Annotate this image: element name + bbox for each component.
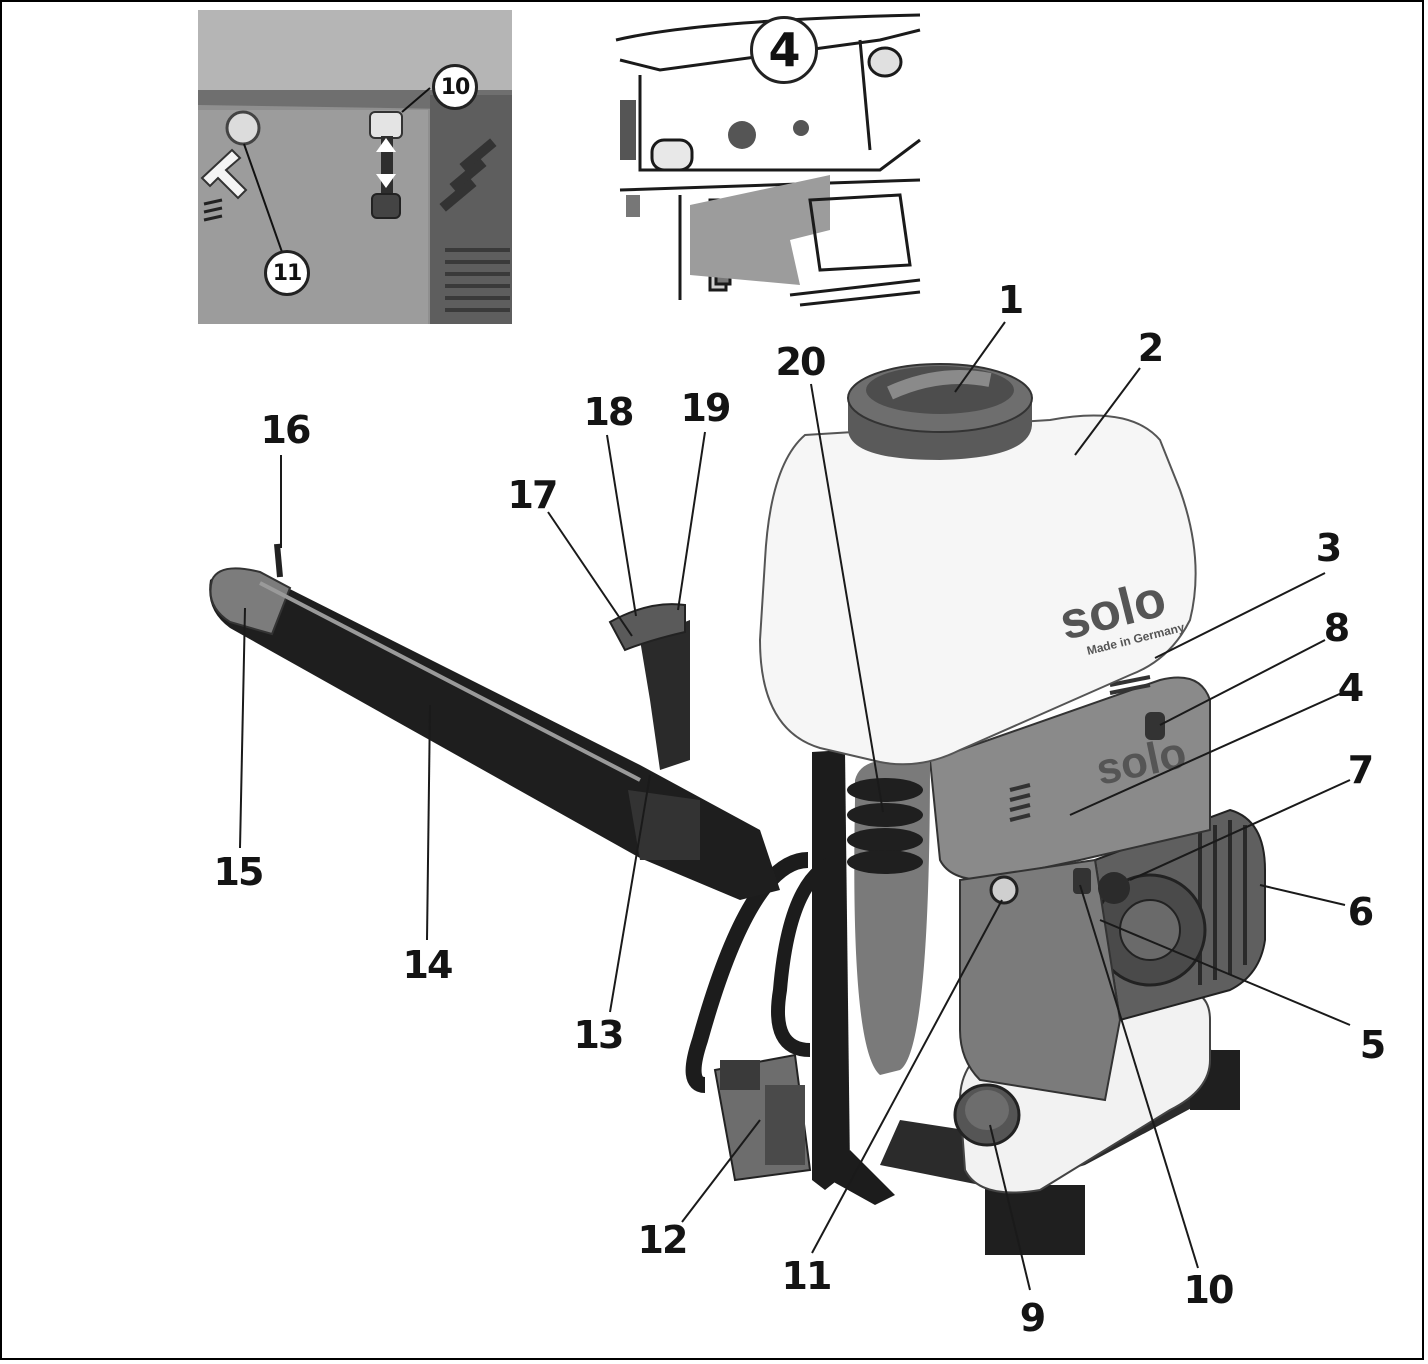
- callout-9: 9: [1019, 1296, 1046, 1340]
- leader-14: [426, 704, 431, 941]
- callout-6: 6: [1347, 890, 1374, 934]
- leader-17: [547, 511, 633, 637]
- callout-4: 4: [1337, 666, 1364, 710]
- leader-2: [1074, 367, 1141, 456]
- callout-19: 19: [680, 386, 732, 430]
- leader-9: [989, 1124, 1031, 1291]
- leader-11: [811, 899, 1003, 1254]
- leader-lines: [239, 321, 1351, 1291]
- callout-14: 14: [402, 943, 454, 987]
- callout-2: 2: [1137, 326, 1164, 370]
- leader-20: [810, 383, 884, 813]
- leader-1: [954, 321, 1006, 393]
- callout-3: 3: [1315, 526, 1342, 570]
- callout-20: 20: [775, 340, 827, 384]
- leader-8: [1159, 639, 1326, 726]
- callout-13: 13: [573, 1013, 625, 1057]
- inset-label-11: 11: [264, 250, 310, 296]
- callout-8: 8: [1323, 606, 1350, 650]
- callout-1: 1: [997, 278, 1024, 322]
- leader-7: [1129, 779, 1351, 881]
- inset-label-4: 4: [750, 16, 818, 84]
- leader-3: [1154, 572, 1326, 659]
- leader-5: [1099, 919, 1351, 1026]
- leader-6: [1259, 884, 1346, 906]
- callout-17: 17: [507, 473, 559, 517]
- leader-4: [1069, 691, 1345, 816]
- leader-13: [609, 774, 651, 1013]
- leader-10: [1079, 884, 1199, 1269]
- callout-16: 16: [260, 408, 312, 452]
- callout-10: 10: [1183, 1268, 1235, 1312]
- leader-12: [681, 1119, 761, 1223]
- sprayer-illustration: solo solo Made in Germany: [209, 363, 1266, 1255]
- callout-18: 18: [583, 390, 635, 434]
- inset-label-10: 10: [432, 64, 478, 110]
- callout-15: 15: [213, 850, 265, 894]
- leader-15: [239, 607, 246, 849]
- callout-11: 11: [781, 1254, 833, 1298]
- leader-18: [606, 434, 637, 617]
- inset-photo-left: [198, 10, 512, 324]
- leader-19: [677, 431, 706, 611]
- callout-7: 7: [1347, 748, 1374, 792]
- callout-5: 5: [1359, 1023, 1386, 1067]
- callout-12: 12: [637, 1218, 689, 1262]
